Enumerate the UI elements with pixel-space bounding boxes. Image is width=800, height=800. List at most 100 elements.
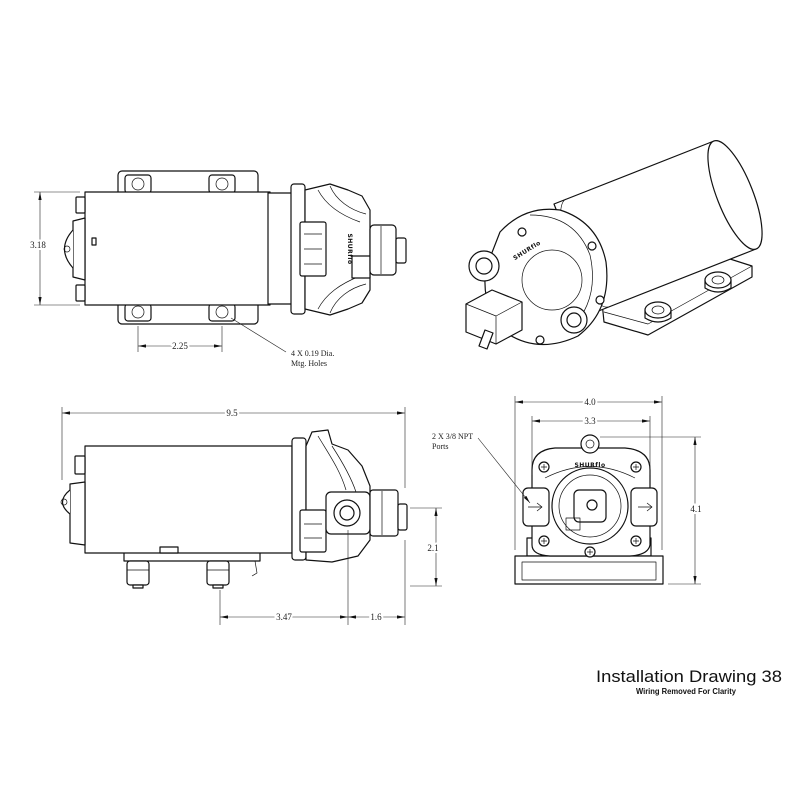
bolt-hole xyxy=(215,177,229,191)
head-screws xyxy=(538,461,642,558)
isometric-view: SHURflo xyxy=(465,140,763,350)
end-cap xyxy=(69,481,86,546)
title-block: Installation Drawing 38 Wiring Removed F… xyxy=(596,667,782,696)
adjust-screw xyxy=(586,499,598,511)
front-view: SHURflo xyxy=(432,395,704,585)
switch-stem xyxy=(478,329,494,350)
dimension-overall-height: 4.1 xyxy=(600,436,704,585)
mounting-holes-note: 4 X 0.19 Dia. Mtg. Holes xyxy=(230,317,334,368)
dimension-head-width: 3.3 xyxy=(531,414,651,475)
note-line-1: 4 X 0.19 Dia. xyxy=(291,349,334,358)
motor-end-cap xyxy=(63,196,86,302)
outlet-body xyxy=(369,489,399,537)
port-opening xyxy=(566,312,582,328)
bolt-head xyxy=(644,301,672,319)
outlet-fitting xyxy=(369,489,408,537)
dimension-width: 3.18 xyxy=(28,191,80,306)
pump-housing xyxy=(304,183,371,316)
diaphragm-ring xyxy=(521,249,583,311)
outlet-fitting xyxy=(369,224,407,276)
leader-line xyxy=(477,437,531,504)
mounting-foot-bottom xyxy=(117,299,259,325)
ports-note: 2 X 3/8 NPT Ports xyxy=(432,432,531,504)
outlet-nozzle xyxy=(397,503,408,531)
dimension-label: 3.3 xyxy=(584,416,596,426)
dimension-label: 3.47 xyxy=(276,612,292,622)
outlet-port xyxy=(560,306,588,334)
bolt-head xyxy=(704,271,732,289)
housing-rib xyxy=(329,283,367,314)
end-cap-tab xyxy=(75,196,86,214)
dimension-overall-width: 4.0 xyxy=(514,395,663,550)
screw-cross xyxy=(633,538,639,544)
note-line-2: Mtg. Holes xyxy=(291,359,327,368)
ground-tab xyxy=(250,560,258,577)
inlet-port xyxy=(468,250,500,282)
pump-head: SHURflo xyxy=(531,434,651,557)
plate xyxy=(514,555,664,585)
port-opening xyxy=(339,505,355,521)
side-view: 9.5 2.1 3.47 1.6 xyxy=(60,406,442,625)
screw xyxy=(587,241,597,251)
bolt-head xyxy=(208,303,236,322)
grommet xyxy=(126,560,150,586)
dimension-label: 4.1 xyxy=(690,504,701,514)
flow-arrow xyxy=(638,502,653,512)
mounting-bolt xyxy=(704,271,732,293)
housing-rib xyxy=(329,185,367,215)
port-opening xyxy=(475,257,493,275)
brand-logo: SHURflo xyxy=(574,462,605,469)
bolt-head xyxy=(124,303,152,322)
housing-rib xyxy=(331,445,357,493)
motor-end-ring xyxy=(267,192,293,305)
screw-cross xyxy=(587,549,593,555)
housing-ridge xyxy=(544,466,636,479)
end-cap xyxy=(72,217,86,281)
motor-end-cap xyxy=(707,140,763,250)
dimension-label: 2.25 xyxy=(172,341,188,351)
check-valve-block xyxy=(351,255,371,279)
flow-arrow xyxy=(528,502,543,512)
dimension-label: 9.5 xyxy=(226,408,238,418)
note-line-1: 2 X 3/8 NPT xyxy=(432,432,473,441)
bolt-hole xyxy=(651,305,665,315)
housing-rib xyxy=(317,189,361,223)
motor-tab xyxy=(159,546,179,554)
bolt-hole xyxy=(131,305,145,319)
dimension-label: 2.1 xyxy=(427,543,438,553)
dimension-hole-spacing: 2.25 xyxy=(137,326,223,353)
valve-ring xyxy=(558,474,622,538)
mounting-feet xyxy=(123,551,261,589)
outlet-body xyxy=(369,224,397,276)
housing-ridge xyxy=(529,214,593,331)
inlet-port xyxy=(522,487,550,527)
outlet-nozzle xyxy=(395,237,407,264)
end-cap-center xyxy=(63,245,71,253)
screw xyxy=(535,335,545,345)
bolt-hole xyxy=(131,177,145,191)
housing-rib xyxy=(317,435,347,491)
pump-head xyxy=(291,429,371,563)
end-cap-dome xyxy=(63,229,74,269)
grommet xyxy=(206,560,230,586)
switch-edge xyxy=(465,301,523,344)
dimension-label: 1.6 xyxy=(370,612,382,622)
motor-mark xyxy=(91,237,97,246)
drawing-subtitle: Wiring Removed For Clarity xyxy=(636,687,737,696)
leader-line xyxy=(230,317,287,353)
pressure-switch xyxy=(465,289,523,350)
motor-body xyxy=(84,191,271,306)
motor-end-cap xyxy=(60,455,86,546)
top-boss-hole xyxy=(585,439,595,449)
mounting-bolt xyxy=(644,301,672,323)
screw xyxy=(517,227,527,237)
mounting-foot-top xyxy=(117,170,259,197)
end-cap-center xyxy=(60,498,68,506)
top-boss xyxy=(580,434,600,454)
dimension-length: 9.5 xyxy=(61,406,406,488)
top-view: SHURflo 3.18 2.25 4 X 0.19 Dia. Mtg. Hol… xyxy=(28,170,407,368)
end-cap-tab xyxy=(74,455,86,475)
pump-head: SHURflo xyxy=(290,183,371,316)
brand-logo: SHURflo xyxy=(346,233,353,264)
